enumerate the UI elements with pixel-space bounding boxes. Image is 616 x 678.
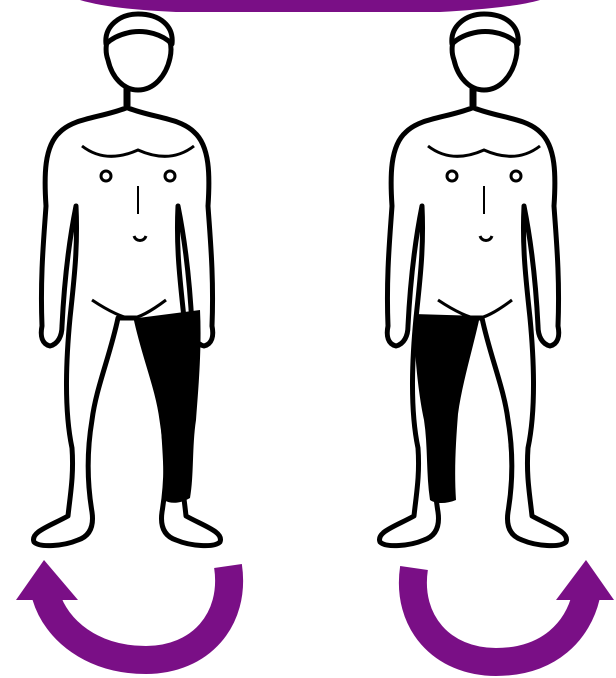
- rotate-right-arrow-icon: [413, 560, 614, 662]
- right-figure-body: [379, 14, 566, 546]
- right-figure: [379, 14, 614, 662]
- top-band: [80, 0, 540, 12]
- left-figure-highlighted-leg: [138, 310, 201, 503]
- left-figure: [16, 14, 229, 660]
- rotate-left-arrow-icon: [16, 560, 229, 660]
